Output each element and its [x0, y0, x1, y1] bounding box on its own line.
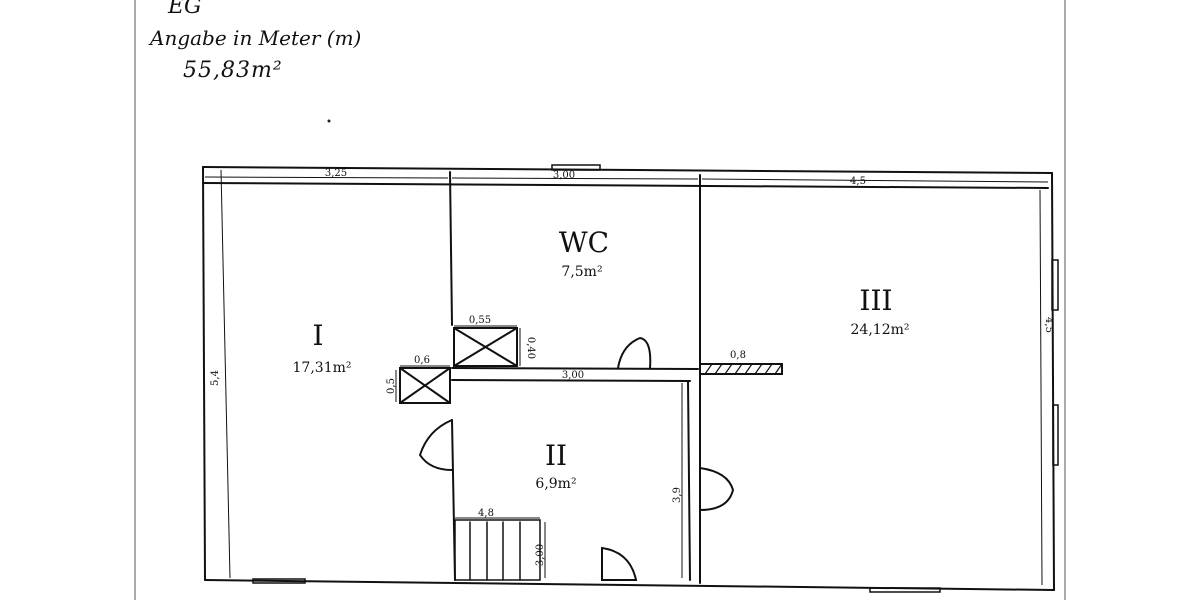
floor-label: EG [168, 0, 202, 19]
ink-dot [327, 119, 331, 123]
dim-top-middle: 3,00 [553, 170, 575, 181]
dim-room2-height: 3,9 [672, 487, 683, 503]
wall-i-wc [449, 171, 453, 326]
room-iii-name: III [859, 284, 892, 317]
wall-room2-right [687, 380, 691, 581]
stub-wall [699, 363, 783, 375]
room-i-name: I [312, 319, 323, 352]
wall-wc-ii [451, 367, 699, 370]
dim-left-height: 5,4 [210, 370, 221, 386]
dim-top-left: 3,25 [325, 168, 347, 179]
dim-stairs-height: 3,00 [535, 544, 546, 566]
dim-top-right: 4,5 [850, 176, 866, 187]
dim-inner-wall-width: 3,00 [562, 370, 584, 381]
door-room3 [699, 467, 735, 511]
shaft-lower [399, 367, 451, 404]
door-bottom [601, 546, 638, 581]
room-wc-name: WC [559, 226, 609, 259]
dim-shaft-lower-height: 0,5 [386, 378, 397, 394]
unit-note: Angabe in Meter (m) [150, 26, 362, 50]
window-bottom-left [252, 578, 306, 584]
dim-stub-wall: 0,8 [730, 350, 746, 361]
dim-shaft-upper-width: 0,55 [469, 315, 491, 326]
room-ii-name: II [545, 439, 567, 472]
door-room2 [418, 419, 453, 471]
shaft-upper [453, 327, 518, 367]
outer-wall-top [202, 166, 1053, 174]
outer-wall-left [202, 166, 206, 581]
window-top [551, 164, 601, 171]
total-area-label: 55,83m² [183, 58, 283, 83]
dim-shaft-upper-height: 0,40 [525, 337, 536, 359]
window-right-lower [1052, 404, 1059, 466]
room-i-area: 17,31m² [293, 360, 352, 376]
dim-shaft-lower-width: 0,6 [414, 355, 430, 366]
window-bottom-right [869, 587, 941, 593]
outer-wall-top-inner [202, 182, 1049, 189]
outer-wall-right [1051, 172, 1055, 591]
room-wc-area: 7,5m² [561, 264, 602, 280]
wall-wc-ii-2 [451, 379, 691, 382]
room-iii-area: 24,12m² [851, 322, 910, 338]
room-ii-area: 6,9m² [535, 476, 576, 492]
door-wc [617, 336, 652, 369]
dim-right-height: 4,5 [1043, 317, 1054, 333]
dim-stairs-width: 4,8 [478, 508, 494, 519]
stairs [454, 519, 541, 581]
window-right [1051, 259, 1059, 311]
